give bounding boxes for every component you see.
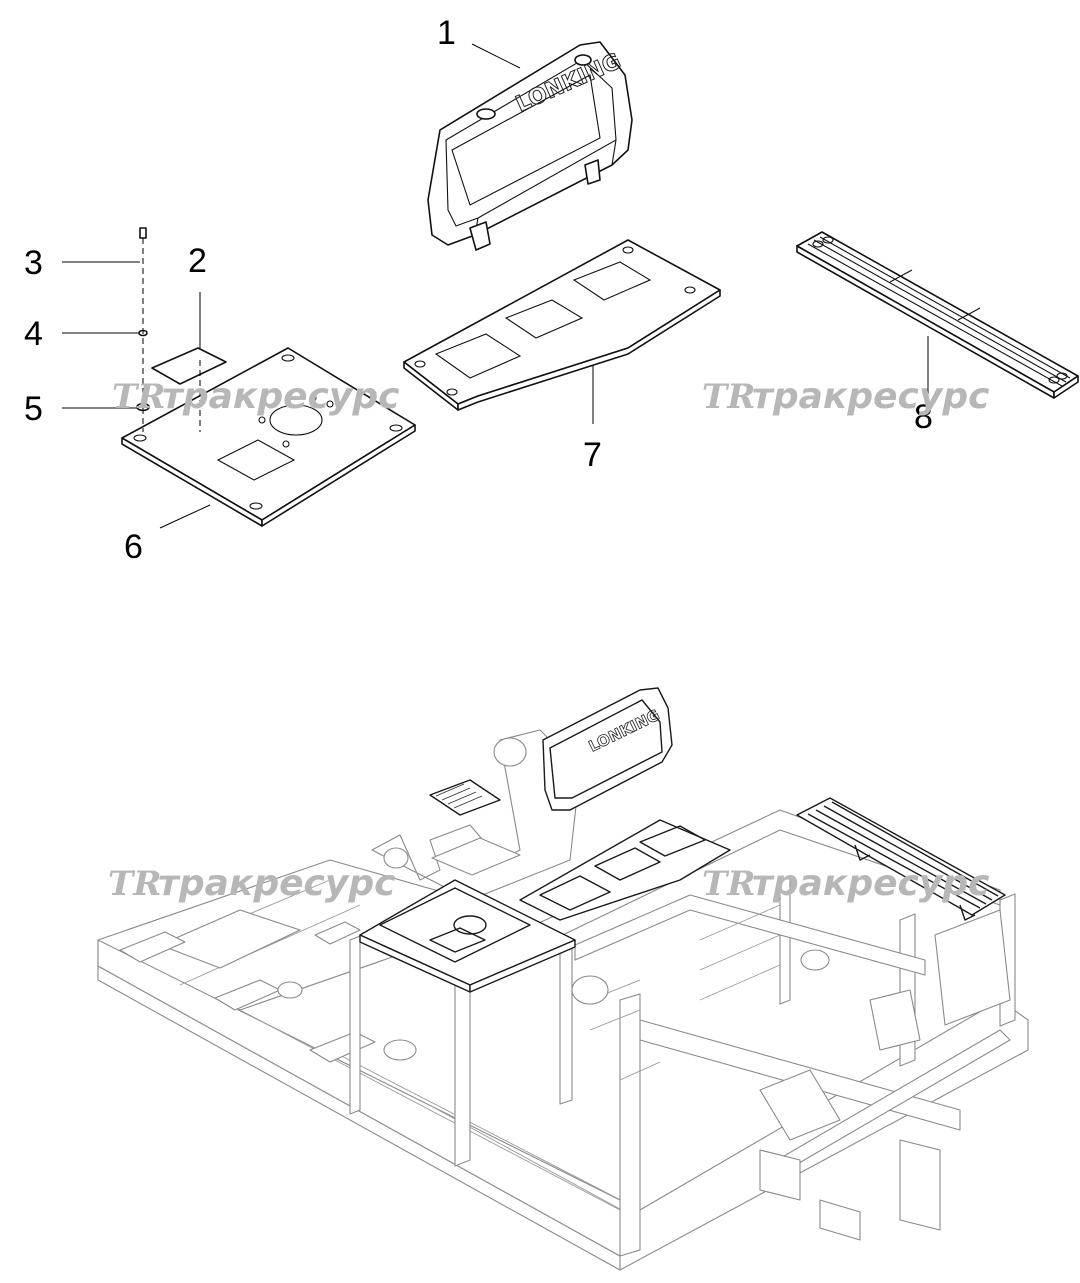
watermark-logo-3: TR [108,864,162,904]
installed-seat-plate [359,879,576,993]
watermark-1: TR тракресурс [112,376,399,417]
callout-8: 8 [914,398,933,436]
callout-7: 7 [583,436,602,474]
callout-6: 6 [124,528,143,566]
part-2-pad [151,347,227,385]
callout-1: 1 [437,14,456,52]
installed-cover-panel: LONKING [542,687,673,811]
installed-step-grid [796,797,1006,921]
callout-5: 5 [24,390,43,428]
watermark-4: TR тракресурс [702,863,989,904]
part-8-step-grid [796,231,1079,399]
part-1-cover-panel: LONKING [427,41,633,251]
watermark-text-4: тракресурс [752,863,989,904]
machine-frame-assembly [97,729,1029,1271]
callout-4: 4 [24,315,43,353]
installed-floor-plate [519,819,731,921]
watermark-logo-4: TR [702,864,756,904]
watermark-logo-1: TR [112,377,166,417]
part-3-bolt [139,227,147,239]
callout-labels: 1 2 3 4 5 6 7 8 [24,14,933,566]
callout-2: 2 [188,242,207,280]
leader-lines [62,43,929,529]
watermark-logo-2: TR [702,377,756,417]
watermark-text-2: тракресурс [752,376,989,417]
part-7-floor-plate [403,239,721,411]
watermark-text-3: тракресурс [158,863,395,904]
watermark-3: TR тракресурс [108,863,395,904]
watermark-2: TR тракресурс [702,376,989,417]
part-6-seat-plate [121,347,416,527]
callout-3: 3 [24,244,43,282]
watermark-text-1: тракресурс [162,376,399,417]
